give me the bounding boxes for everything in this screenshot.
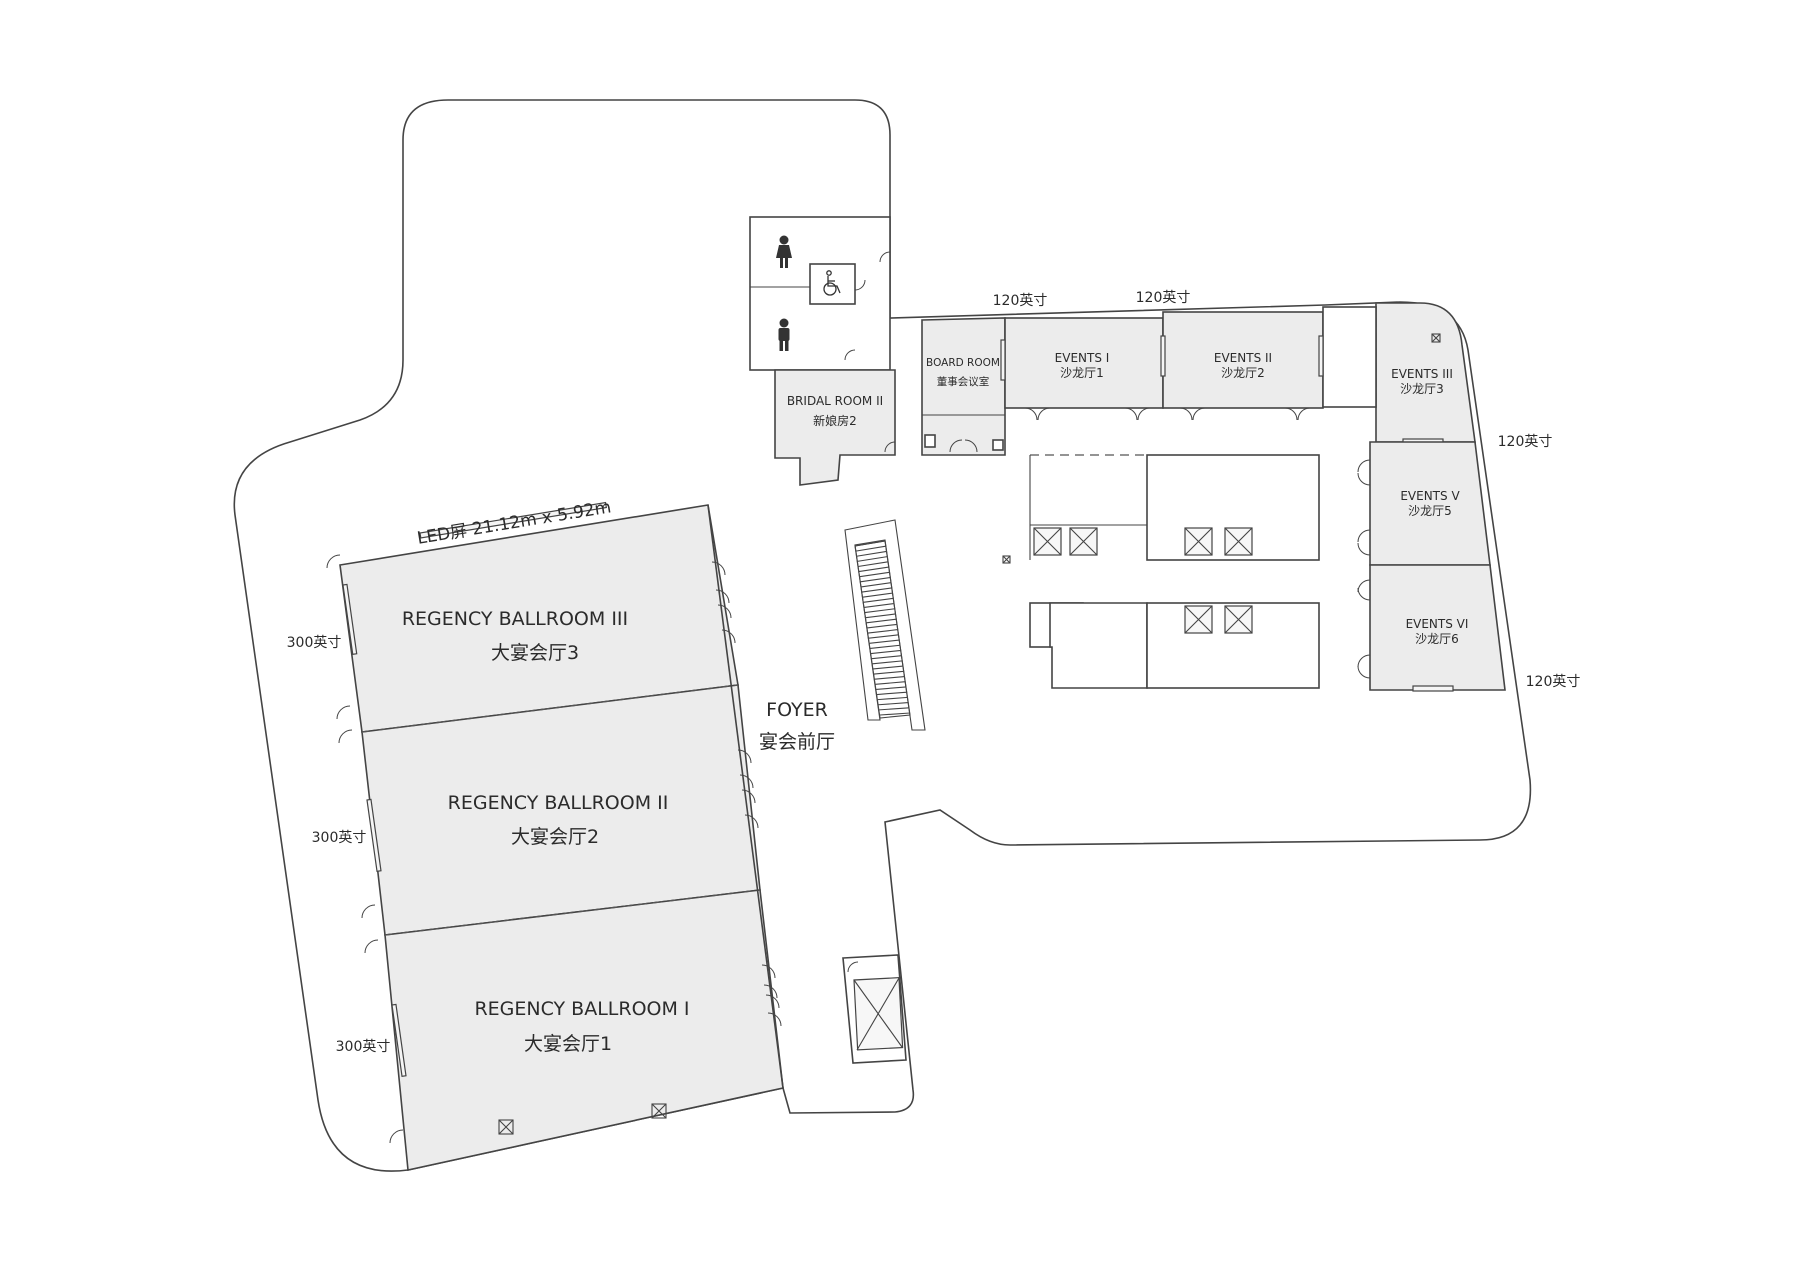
escalator-step <box>860 582 892 588</box>
escalator-step <box>859 571 890 578</box>
events-room-1-screen <box>1000 339 1006 381</box>
male-restroom-icon <box>778 318 790 351</box>
escalator-step <box>857 556 888 562</box>
escalator-step <box>879 712 911 716</box>
events-room-3-name: EVENTS III <box>1391 367 1453 381</box>
ballroom-1-name-zh: 大宴会厅1 <box>524 1032 612 1055</box>
events-room-5-name: EVENTS V <box>1400 489 1460 503</box>
escalator-step <box>860 576 891 583</box>
female-restroom-icon <box>776 235 792 268</box>
ballroom-3-name: REGENCY BALLROOM III <box>402 608 628 630</box>
ballroom-3-name-zh: 大宴会厅3 <box>491 641 579 664</box>
escalator-step <box>870 649 901 655</box>
ballroom-divider-2-1 <box>384 889 761 936</box>
escalator-step <box>864 608 895 614</box>
events-room-6-name-zh: 沙龙厅6 <box>1415 632 1459 646</box>
events-room-2: EVENTS II 沙龙厅2 <box>1162 311 1324 409</box>
escalator-step <box>876 686 907 690</box>
escalator-step <box>855 545 886 552</box>
events-room-3: EVENTS III 沙龙厅3 <box>1375 302 1476 443</box>
ballroom-1-screen <box>391 1003 407 1077</box>
storage-room <box>1322 306 1377 408</box>
escalator-step <box>858 566 889 573</box>
escalator-step <box>871 655 902 660</box>
escalator-icon <box>844 519 926 731</box>
events-room-1: EVENTS I 沙龙厅1 <box>1004 317 1164 409</box>
led-screen <box>419 501 608 539</box>
bridal-room: BRIDAL ROOM II 新娘房2 <box>774 369 896 486</box>
escalator-step <box>857 561 889 568</box>
board-room-name-zh: 董事会议室 <box>937 375 990 388</box>
events-6-screen-size: 120英寸 <box>1526 673 1581 690</box>
events-room-2-name-zh: 沙龙厅2 <box>1221 366 1265 380</box>
events-2-screen-size: 120英寸 <box>1136 289 1191 306</box>
board-room: BOARD ROOM 董事会议室 <box>921 317 1006 456</box>
escalator-step <box>876 691 908 696</box>
ballroom-doors <box>326 554 782 1144</box>
events-1-screen-size: 120英寸 <box>993 292 1048 309</box>
escalator-step <box>867 629 898 634</box>
events-room-5-name-zh: 沙龙厅5 <box>1408 504 1452 518</box>
service-lift-icon <box>1002 333 1441 564</box>
escalator-step <box>872 660 903 665</box>
ballroom-1-name: REGENCY BALLROOM I <box>474 998 689 1020</box>
ballroom-3-screen-size: 300英寸 <box>287 634 342 651</box>
restroom-block <box>749 216 891 371</box>
escalator-step <box>867 623 898 629</box>
wheelchair-accessible-icon <box>823 270 841 296</box>
escalator-step <box>878 702 909 706</box>
ballroom-2-screen <box>366 798 382 872</box>
foyer-name-zh: 宴会前厅 <box>759 730 835 753</box>
elevator-icon <box>1033 527 1253 634</box>
escalator-step <box>856 550 887 557</box>
ballroom-1 <box>384 889 784 1171</box>
escalator-step <box>874 675 905 680</box>
events-room-3-name-zh: 沙龙厅3 <box>1400 382 1444 396</box>
escalator-step <box>879 707 910 711</box>
board-room-screen <box>1318 335 1324 377</box>
floor-box-icon <box>498 1103 667 1135</box>
escalator-step <box>854 540 886 547</box>
events-room-6-screen <box>1412 685 1454 692</box>
ballroom-2-name: REGENCY BALLROOM II <box>448 792 669 814</box>
events-room-1-name-zh: 沙龙厅1 <box>1060 366 1104 380</box>
escalator-step <box>869 639 900 644</box>
events-room-1-name: EVENTS I <box>1055 351 1110 365</box>
board-room-name: BOARD ROOM <box>926 357 1000 369</box>
events-3-screen-size: 120英寸 <box>1498 433 1553 450</box>
ballroom-2-name-zh: 大宴会厅2 <box>511 825 599 848</box>
events-room-5: EVENTS V 沙龙厅5 <box>1369 441 1491 566</box>
escalator-step <box>873 665 904 670</box>
events-room-2-name: EVENTS II <box>1214 351 1272 365</box>
escalator-step <box>868 634 899 639</box>
escalator-step <box>862 592 893 598</box>
escalator-step <box>875 681 906 685</box>
events-doors <box>1024 407 1371 679</box>
escalator-step <box>866 618 897 624</box>
ballroom-divider-3-2 <box>361 684 739 733</box>
ballroom-1-screen-size: 300英寸 <box>336 1038 391 1055</box>
escalator-step <box>870 644 901 649</box>
ballroom-2-screen-size: 300英寸 <box>312 829 367 846</box>
escalator-step <box>877 696 908 701</box>
events-room-6: EVENTS VI 沙龙厅6 <box>1369 564 1506 691</box>
elevator-core <box>1029 454 1320 689</box>
escalator-step <box>863 597 894 603</box>
bridal-room-name-zh: 新娘房2 <box>813 413 857 428</box>
escalator-step <box>864 603 895 608</box>
escalator-step <box>865 613 896 619</box>
escalator-step <box>873 670 904 675</box>
escalator-step <box>861 587 892 593</box>
events-room-6-name: EVENTS VI <box>1406 617 1469 631</box>
service-elevator-block <box>842 954 907 1064</box>
bridal-room-name: BRIDAL ROOM II <box>787 394 883 408</box>
events-room-2-screen <box>1160 335 1166 377</box>
ballroom-3-screen <box>342 583 358 655</box>
foyer-name: FOYER <box>766 699 828 721</box>
